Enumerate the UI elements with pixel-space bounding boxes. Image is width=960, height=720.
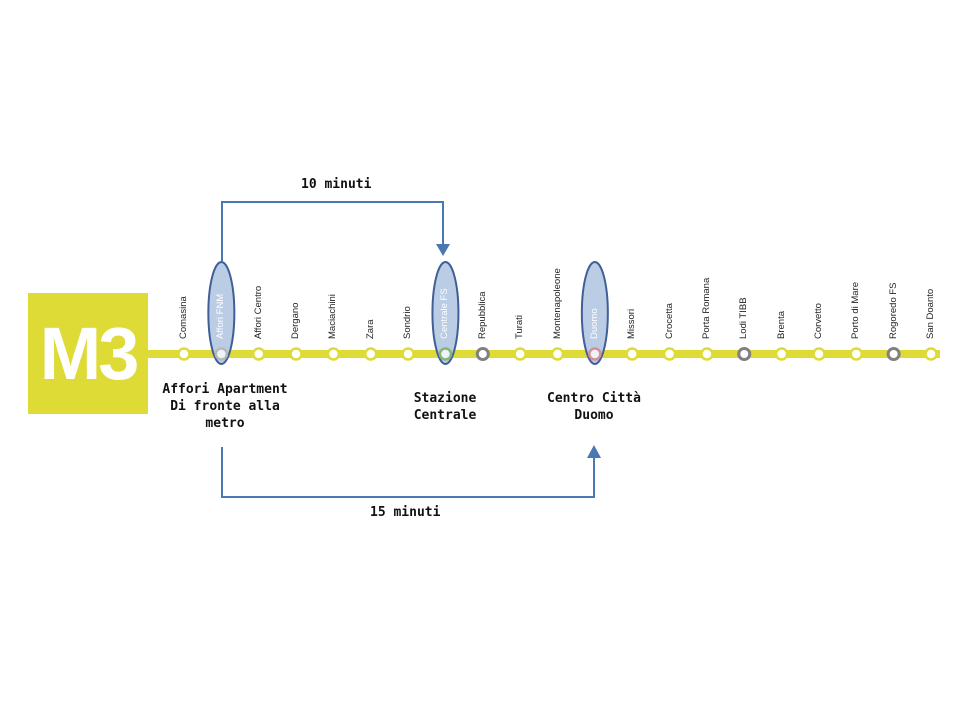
annotation-affori-line-3: metro: [205, 416, 245, 431]
station-stop-rogoredo-fs: [886, 347, 901, 361]
route-arrow-duomo: [221, 447, 595, 498]
station-label-affori-fnm: Affori FNM: [215, 293, 227, 339]
station-stop-turati: [513, 347, 527, 361]
route-arrow-centrale: [221, 201, 444, 262]
station-label-lodi-tibb: Lodi TIBB: [738, 297, 750, 339]
station-label-sondrio: Sondrio: [402, 306, 414, 339]
station-stop-repubblica: [475, 347, 490, 361]
m3-line-track: [140, 350, 940, 358]
line-name: M3: [39, 311, 140, 395]
annotation-affori-line-1: Affori Apartment: [162, 382, 288, 397]
arrow-path-duomo: [221, 447, 595, 498]
station-stop-san-doanto: [924, 347, 938, 361]
station-label-duomo: Duomo: [588, 308, 600, 339]
station-label-montenapoleone: Montenapoleone: [551, 268, 563, 339]
station-label-rogoredo-fs: Rogoredo FS: [887, 282, 899, 339]
station-label-zara: Zara: [364, 319, 376, 339]
station-stop-affori-centro: [251, 347, 266, 361]
m3-line-badge: M3: [28, 293, 148, 414]
arrow-head-duomo: [587, 445, 601, 458]
station-label-centrale-fs: Centrale FS: [439, 288, 451, 339]
station-label-repubblica: Repubblica: [476, 291, 488, 339]
station-label-affori-centro: Affori Centro: [252, 285, 264, 339]
station-stop-centrale-fs: [438, 347, 453, 361]
annotation-duomo-line-1: Centro Città: [547, 391, 641, 406]
station-label-missori: Missori: [626, 308, 638, 339]
station-label-comasina: Comasina: [178, 296, 189, 339]
station-stop-zara: [364, 347, 378, 361]
route-time-duomo: 15 minuti: [370, 505, 441, 520]
station-stop-missori: [625, 347, 639, 361]
station-label-porto-di-mare: Porto di Mare: [850, 281, 862, 339]
station-stop-sondrio: [401, 347, 415, 361]
highlight-ellipse-duomo: [580, 261, 609, 365]
station-label-crocetta: Crocetta: [663, 303, 675, 339]
station-label-dergano: Dergano: [290, 302, 302, 339]
station-label-corvetto: Corvetto: [812, 303, 824, 339]
annotation-affori: Affori Apartment Di fronte alla metro: [150, 381, 300, 432]
station-label-maciachini: Maciachini: [327, 294, 339, 339]
annotation-duomo: Centro Città Duomo: [534, 390, 654, 424]
annotation-centrale-line-1: Stazione: [413, 391, 477, 406]
station-stop-affori-fnm: [214, 347, 229, 361]
station-stop-corvetto: [812, 347, 826, 361]
station-stop-dergano: [289, 347, 303, 361]
annotation-affori-line-2: Di fronte alla: [170, 399, 280, 414]
arrow-head-centrale: [436, 244, 450, 256]
station-stop-duomo: [588, 347, 602, 361]
station-label-turati: Turati: [514, 315, 526, 339]
station-stop-lodi-tibb: [737, 347, 752, 361]
station-stop-crocetta: [662, 347, 677, 361]
station-label-san-doanto: San Doanto: [925, 288, 936, 339]
station-stop-porta-romana: [700, 347, 714, 361]
highlight-ellipses: [207, 261, 609, 365]
station-stop-comasina: [177, 347, 191, 361]
station-stop-montenapoleone: [550, 347, 565, 361]
station-stop-maciachini: [326, 347, 341, 361]
highlight-ellipse-centrale-fs: [431, 261, 460, 365]
annotation-centrale: Stazione Centrale: [395, 390, 495, 424]
arrow-path-centrale: [221, 201, 444, 262]
station-label-porta-romana: Porta Romana: [700, 277, 712, 339]
annotation-centrale-line-2: Centrale: [413, 408, 477, 423]
route-time-centrale: 10 minuti: [301, 177, 372, 192]
station-stop-brenta: [774, 347, 789, 361]
station-stops: [177, 347, 938, 361]
station-label-brenta: Brenta: [775, 311, 787, 339]
annotation-duomo-line-2: Duomo: [574, 408, 614, 423]
station-stop-porto-di-mare: [849, 347, 864, 361]
